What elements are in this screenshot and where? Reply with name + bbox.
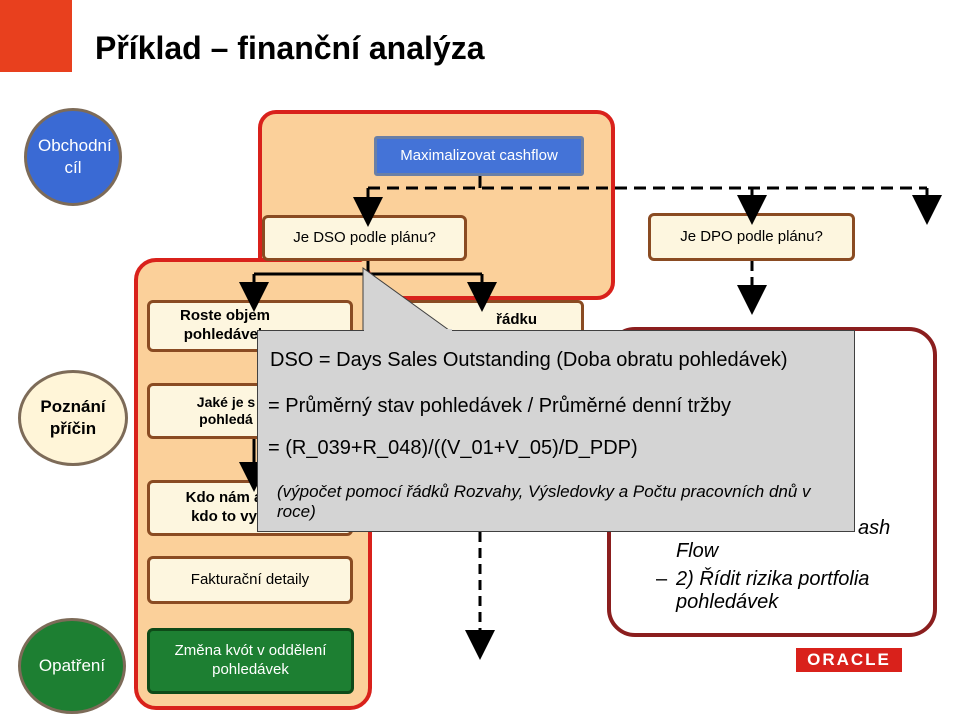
quota-change-box: Změna kvót v oddělení pohledávek [147, 628, 354, 694]
right-item2-text: 2) Řídit rizika portfolia pohledávek [676, 568, 870, 613]
callout-line2: = Průměrný stav pohledávek / Průměrné de… [268, 395, 732, 417]
billing-details-box: Fakturační detaily [147, 556, 353, 604]
panel-join [262, 262, 368, 298]
who-text: Kdo nám a kdo to vy [185, 489, 263, 525]
what-is-text: Jaké je s pohledá [196, 393, 256, 428]
right-item1-cont: Flow [676, 540, 719, 562]
corner-accent [0, 0, 72, 72]
callout-line3: = (R_039+R_048)/((V_01+V_05)/D_PDP) [268, 437, 638, 459]
causes-circle: Poznání příčin [18, 370, 128, 466]
actions-circle: Opatření [18, 618, 126, 714]
callout-note: (výpočet pomocí řádků Rozvahy, Výsledovk… [277, 482, 811, 521]
maximize-cashflow-box: Maximalizovat cashflow [374, 136, 584, 176]
goal-circle: Obchodní cíl [24, 108, 122, 206]
goal-label: Obchodní cíl [38, 135, 112, 177]
callout-line1: DSO = Days Sales Outstanding (Doba obrat… [270, 349, 788, 371]
callout-pointer-mask [364, 329, 452, 333]
oracle-logo: ORACLE [796, 648, 902, 672]
right-item2-dash: – [656, 568, 668, 590]
slide-title: Příklad – finanční analýza [95, 30, 485, 66]
dso-callout [257, 330, 855, 532]
actions-label: Opatření [38, 655, 106, 675]
row-partial-text: řádku [496, 311, 537, 328]
right-item1-tail: ash [858, 517, 891, 539]
causes-label: Poznání příčin [40, 396, 106, 438]
